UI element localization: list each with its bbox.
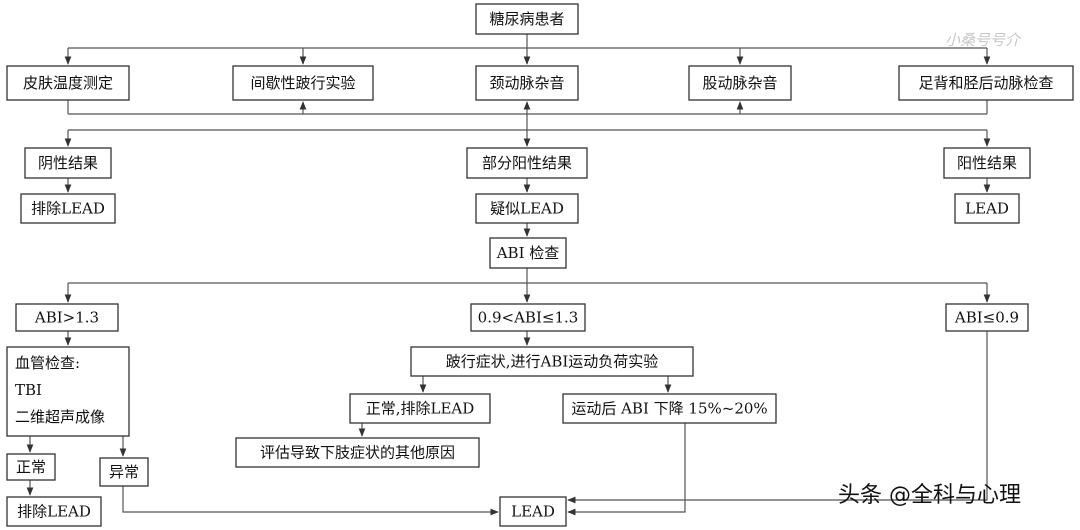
bottom-watermark: 头条 @全科与心理 <box>838 483 1021 508</box>
node-positive: 阳性结果 <box>943 147 1031 179</box>
svg-text:阳性结果: 阳性结果 <box>957 154 1017 172</box>
node-femoral-bruit: 股动脉杂音 <box>688 65 792 101</box>
node-abi-normal: 0.9<ABI≤1.3 <box>470 303 586 332</box>
node-normal-exclude: 正常,排除LEAD <box>349 393 491 424</box>
node-normal: 正常 <box>6 453 56 481</box>
svg-text:LEAD: LEAD <box>965 200 1009 218</box>
svg-text:足背和胫后动脉检查: 足背和胫后动脉检查 <box>918 74 1053 92</box>
node-abnormal: 异常 <box>99 457 149 487</box>
top-watermark: 小桑号号介 <box>945 31 1022 49</box>
svg-text:排除LEAD: 排除LEAD <box>17 503 91 521</box>
node-stress-test: 跛行症状,进行ABI运动负荷实验 <box>410 346 694 377</box>
svg-text:间歇性跛行实验: 间歇性跛行实验 <box>250 74 355 92</box>
node-partial-positive: 部分阳性结果 <box>466 147 588 179</box>
node-exclude-lead-2: 排除LEAD <box>6 496 102 527</box>
node-claudication-test: 间歇性跛行实验 <box>232 65 374 101</box>
node-abi-high: ABI>1.3 <box>15 303 119 332</box>
svg-text:正常,排除LEAD: 正常,排除LEAD <box>366 400 475 418</box>
svg-text:ABI>1.3: ABI>1.3 <box>34 309 99 327</box>
svg-text:正常: 正常 <box>16 458 46 476</box>
node-root: 糖尿病患者 <box>475 3 579 35</box>
svg-text:排除LEAD: 排除LEAD <box>31 200 105 218</box>
node-carotid-bruit: 颈动脉杂音 <box>475 65 579 101</box>
node-lead-final: LEAD <box>499 496 567 527</box>
node-evaluate-other: 评估导致下肢症状的其他原因 <box>235 437 480 468</box>
svg-text:疑似LEAD: 疑似LEAD <box>490 200 564 218</box>
node-negative: 阴性结果 <box>24 147 112 179</box>
node-suspect-lead: 疑似LEAD <box>475 193 579 224</box>
svg-text:阴性结果: 阴性结果 <box>38 154 98 172</box>
svg-text:颈动脉杂音: 颈动脉杂音 <box>489 74 564 92</box>
svg-text:股动脉杂音: 股动脉杂音 <box>702 74 777 92</box>
svg-text:LEAD: LEAD <box>511 503 555 521</box>
node-lead-1: LEAD <box>954 193 1020 224</box>
node-exclude-lead-1: 排除LEAD <box>20 193 116 224</box>
node-abi-drop: 运动后 ABI 下降 15%~20% <box>562 393 777 424</box>
svg-text:0.9<ABI≤1.3: 0.9<ABI≤1.3 <box>478 309 579 327</box>
svg-text:血管检查:: 血管检查: <box>15 354 80 372</box>
svg-text:糖尿病患者: 糖尿病患者 <box>489 10 564 28</box>
svg-text:评估导致下肢症状的其他原因: 评估导致下肢症状的其他原因 <box>260 444 455 462</box>
node-vascular-check: 血管检查: TBI 二维超声成像 <box>6 346 130 437</box>
node-abi-check: ABI 检查 <box>489 237 567 269</box>
svg-text:运动后 ABI 下降 15%~20%: 运动后 ABI 下降 15%~20% <box>571 400 767 418</box>
svg-text:异常: 异常 <box>109 463 139 481</box>
svg-text:TBI: TBI <box>15 381 42 399</box>
svg-text:二维超声成像: 二维超声成像 <box>15 408 105 426</box>
svg-text:皮肤温度测定: 皮肤温度测定 <box>23 74 113 92</box>
svg-text:跛行症状,进行ABI运动负荷实验: 跛行症状,进行ABI运动负荷实验 <box>446 353 659 371</box>
edges <box>26 34 991 516</box>
node-skin-temp: 皮肤温度测定 <box>6 65 130 101</box>
node-foot-pulse: 足背和胫后动脉检查 <box>898 65 1074 101</box>
node-abi-low: ABI≤0.9 <box>945 303 1029 332</box>
svg-text:ABI≤0.9: ABI≤0.9 <box>954 309 1019 327</box>
svg-text:ABI 检查: ABI 检查 <box>496 244 560 262</box>
svg-text:部分阳性结果: 部分阳性结果 <box>482 154 572 172</box>
